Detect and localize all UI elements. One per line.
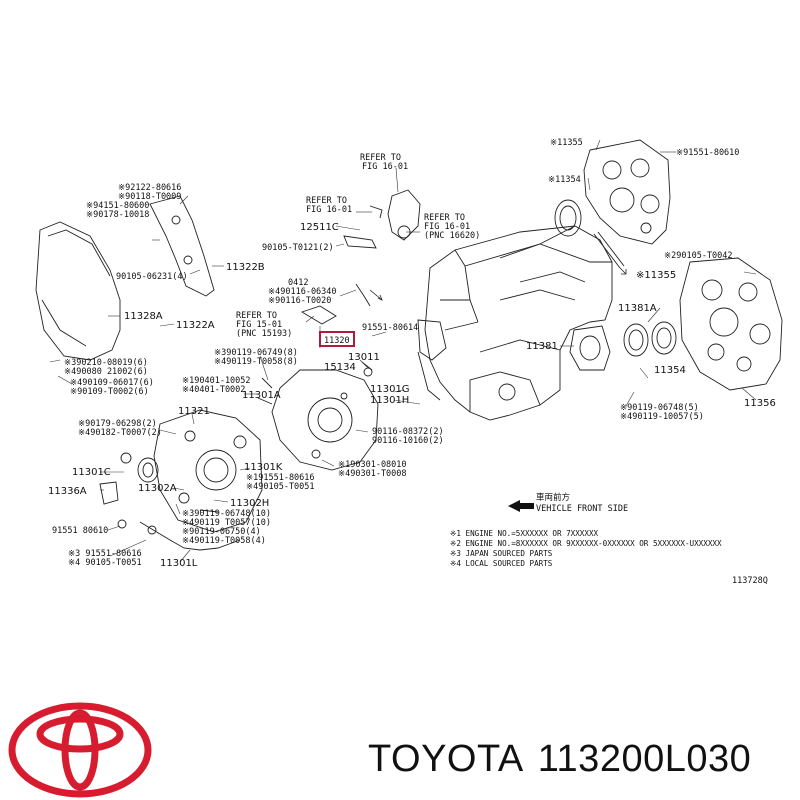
label-fig-1: FIG 16-01 [362, 162, 408, 172]
label-90105-t0051-b: ※4 90105-T0051 [68, 558, 142, 568]
label-13011: 13011 [348, 352, 380, 363]
leader-lines [49, 139, 757, 563]
note-1: ※1 ENGINE NO.=5XXXXXX OR 7XXXXXX [450, 529, 599, 538]
label-refer-to-1: REFER TO [360, 153, 401, 163]
label-490119-10057: ※490119-10057(5) [620, 412, 704, 422]
label-92122-80616: ※92122-80616 [118, 183, 181, 193]
label-90116-10160: 90116-10160(2) [372, 436, 444, 446]
label-390119-06748: ※390119-06748(10) [182, 509, 271, 519]
label-11301g: 11301G [370, 384, 410, 395]
label-11302a: 11302A [138, 483, 177, 494]
label-90118-t0009: ※90118-T0009 [118, 192, 181, 202]
label-290105-t0042: ※290105-T0042 [664, 251, 733, 261]
label-191551-80616: ※191551-80616 [246, 473, 315, 483]
label-490080-21002: ※490080 21002(6) [64, 367, 148, 377]
label-11322a: 11322A [176, 320, 215, 331]
note-2: ※2 ENGINE NO.=8XXXXXX OR 9XXXXXX-0XXXXXX… [450, 539, 722, 548]
label-490182-t0007: ※490182-T0007(2) [78, 428, 162, 438]
label-390210-08019: ※390210-08019(6) [64, 358, 148, 368]
label-40401-t0002: ※40401-T0002 [182, 385, 245, 395]
label-90179-06298: ※90179-06298(2) [78, 419, 157, 429]
label-91551-80610-b: 91551 80610 [52, 526, 108, 536]
note-3: ※3 JAPAN SOURCED PARTS [450, 549, 553, 558]
label-11301c: 11301C [72, 467, 111, 478]
label-11321: 11321 [178, 406, 210, 417]
timing-cover-drawing [35, 195, 215, 361]
toyota-logo [8, 702, 152, 798]
label-11301h: 11301H [370, 395, 409, 406]
label-490105-t0051: ※490105-T0051 [246, 482, 315, 492]
label-11322b: 11322B [226, 262, 265, 273]
label-11301k: 11301K [244, 462, 283, 473]
label-90119-06750: ※90119-06750(4) [182, 527, 261, 537]
label-15134: 15134 [324, 362, 356, 373]
label-11356: 11356 [744, 398, 776, 409]
label-pnc-15193: (PNC 15193) [236, 329, 292, 339]
label-11320-target: 11320 [324, 336, 350, 346]
engine-notes: ※1 ENGINE NO.=5XXXXXX OR 7XXXXXX ※2 ENGI… [450, 529, 722, 568]
label-vehicle-front-side: VEHICLE FRONT SIDE [536, 504, 628, 514]
label-94151-80600: ※94151-80600 [86, 201, 149, 211]
label-490119-t0058-b: ※490119-T0058(4) [182, 536, 266, 546]
label-refer-to-2: REFER TO [306, 196, 347, 206]
note-4: ※4 LOCAL SOURCED PARTS [450, 559, 553, 568]
label-11354-top: ※11354 [548, 175, 581, 185]
label-11381a: 11381A [618, 303, 657, 314]
label-11302h: 11302H [230, 498, 269, 509]
label-490301-t0008: ※490301-T0008 [338, 469, 407, 479]
direction-arrows [369, 267, 627, 301]
label-90105-06231: 90105-06231(4) [116, 272, 188, 282]
end-plate-drawing [569, 257, 783, 391]
timing-case-drawing [99, 409, 263, 551]
engine-block-drawing [417, 225, 613, 421]
vehicle-front-arrow-icon [508, 500, 534, 512]
label-90116-t0020: ※90116-T0020 [268, 296, 331, 306]
part-number: 113200L030 [537, 738, 752, 780]
label-90119-06748: ※90119-06748(5) [620, 403, 699, 413]
label-90116-06340: ※490116-06340 [268, 287, 337, 297]
brand-part-number-line: TOYOTA 113200L030 [368, 738, 751, 781]
label-11355-right: ※11355 [636, 270, 676, 281]
label-90178-10018: ※90178-10018 [86, 210, 149, 220]
target-part-highlight [319, 331, 355, 347]
label-fig-3: FIG 16-01 [424, 222, 470, 232]
label-11301a: 11301A [242, 390, 281, 401]
label-11354-right: 11354 [654, 365, 686, 376]
label-11336a: 11336A [48, 486, 87, 497]
label-11301l: 11301L [160, 558, 198, 569]
label-490119-t0058: ※490119-T0058(8) [214, 357, 298, 367]
label-90116-08372: 90116-08372(2) [372, 427, 444, 437]
label-91551-80616-b: ※3 91551-80616 [68, 549, 142, 559]
front-cover-drawing [257, 361, 379, 471]
label-fig-2: FIG 16-01 [306, 205, 352, 215]
label-91551-80614: 91551-80614 [362, 323, 418, 333]
brand-name: TOYOTA [368, 738, 524, 780]
label-refer-to-3: REFER TO [424, 213, 465, 223]
label-11328a: 11328A [124, 311, 163, 322]
label-fig-4: FIG 15-01 [236, 320, 282, 330]
label-91551-80610: ※91551-80610 [676, 148, 739, 158]
label-11381: 11381 [526, 341, 558, 352]
rear-plate-drawing [554, 139, 671, 269]
label-90109-06017: ※490109-06017(6) [70, 378, 154, 388]
label-refer-to-4: REFER TO [236, 311, 277, 321]
label-390119-06749: ※390119-06749(8) [214, 348, 298, 358]
label-90401-10052: ※190401-10052 [182, 376, 251, 386]
label-diagram-code: 113728Q [732, 576, 768, 586]
label-pnc-16620: (PNC 16620) [424, 231, 480, 241]
label-190301-08010: ※190301-08010 [338, 460, 407, 470]
label-90109-t0002: ※90109-T0002(6) [70, 387, 149, 397]
label-12511c: 12511C [300, 222, 339, 233]
label-490119-t0057: ※490119 T0057(10) [182, 518, 271, 528]
label-0412: 0412 [288, 278, 308, 288]
part-labels: ※11355 ※91551-80610 ※11354 REFER TO FIG … [48, 138, 776, 586]
label-11355-top: ※11355 [550, 138, 583, 148]
label-front-jp: 車両前方 [536, 492, 570, 503]
label-90105-t0121: 90105-T0121(2) [262, 243, 334, 253]
